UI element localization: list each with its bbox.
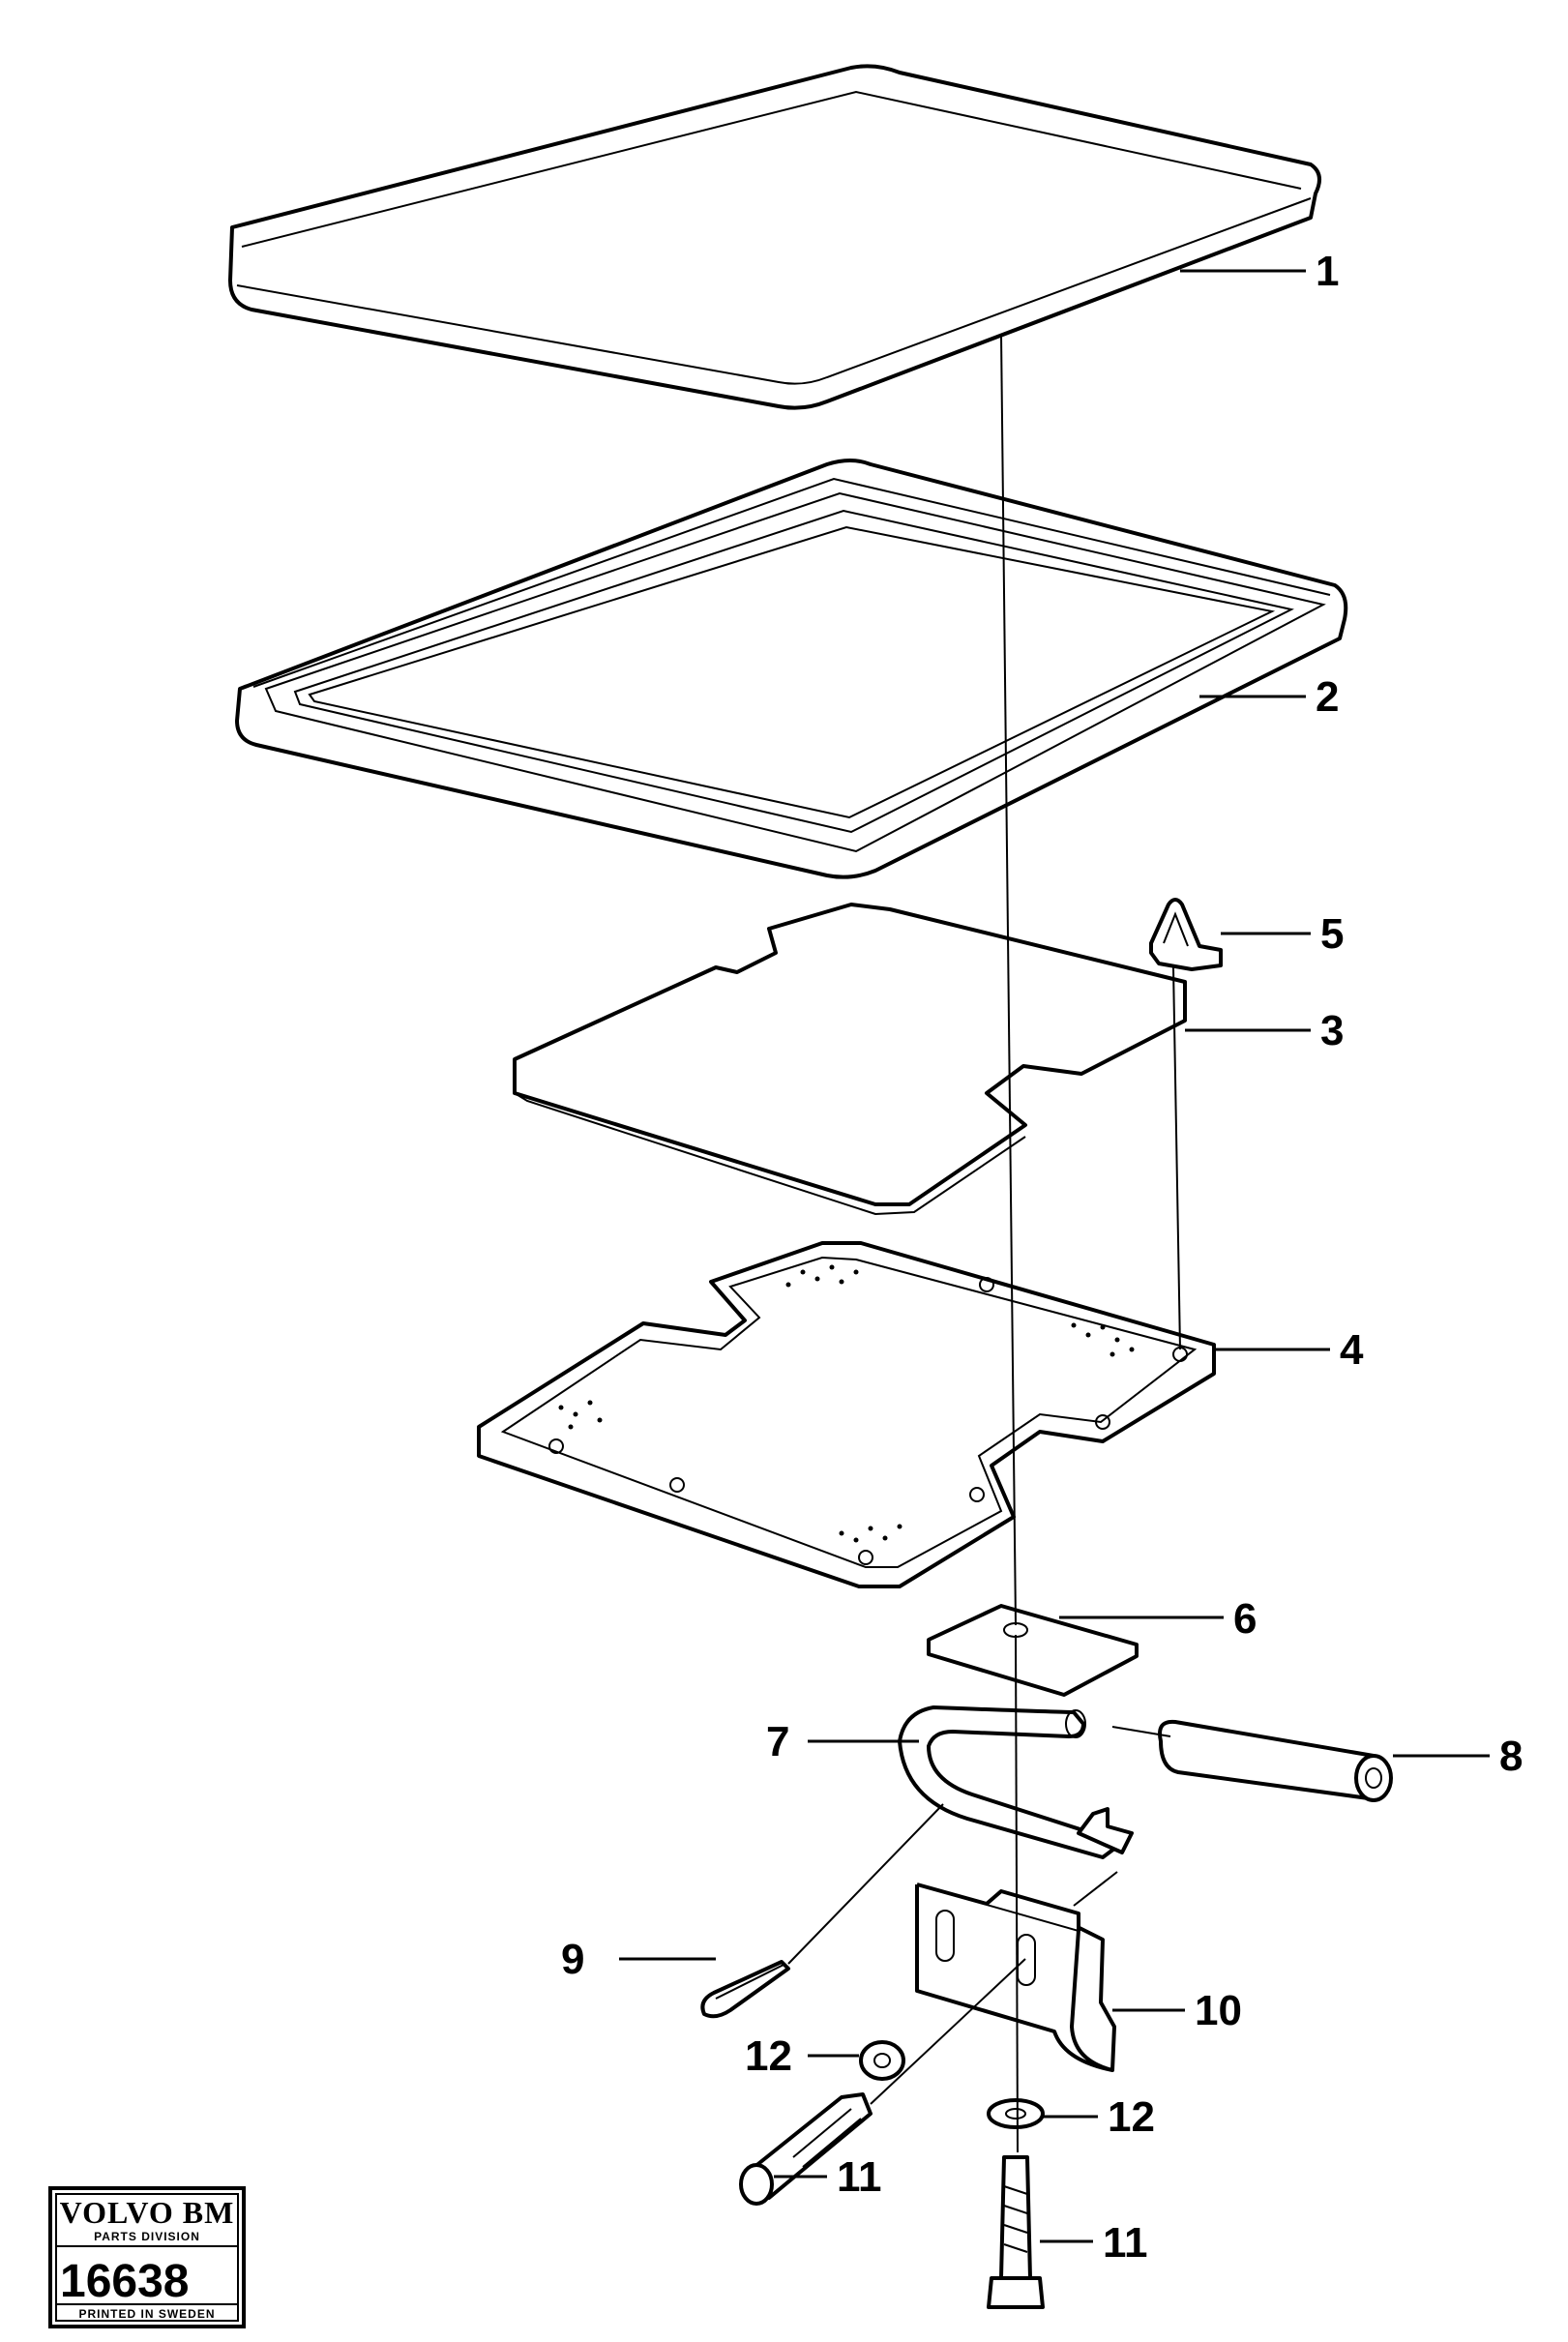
stamp-division: PARTS DIVISION [94, 2230, 200, 2243]
callout-1: 1 [1316, 248, 1339, 295]
part-10-bracket [915, 1882, 1116, 2072]
part-11-bolt-a [739, 2092, 873, 2206]
part-6-small-plate [927, 1604, 1139, 1697]
stamp-brand: VOLVO BM [60, 2195, 235, 2230]
callout-4: 4 [1340, 1326, 1364, 1374]
callout-labels: 1 2 3 4 5 6 7 8 9 10 11 11 12 12 [561, 248, 1523, 2267]
callout-2: 2 [1316, 673, 1339, 721]
callout-12-b: 12 [1108, 2093, 1155, 2141]
callout-10: 10 [1195, 1987, 1242, 2034]
part-3-gasket [513, 903, 1187, 1216]
part-7-handle [898, 1705, 1134, 1859]
part-12-washer-a [859, 2040, 905, 2081]
part-9-pin [700, 1960, 790, 2019]
callout-9: 9 [561, 1936, 584, 1983]
assembly-lines [787, 333, 1181, 2153]
part-12-washer-b [987, 2098, 1045, 2129]
volvo-bm-stamp: VOLVO BM PARTS DIVISION 16638 PRINTED IN… [48, 2186, 246, 2328]
part-11-bolt-b [987, 2155, 1045, 2309]
callout-11-a: 11 [837, 2153, 882, 2201]
callout-8: 8 [1499, 1733, 1523, 1780]
stamp-printed: PRINTED IN SWEDEN [78, 2307, 215, 2321]
part-4-plate [477, 1241, 1216, 1588]
part-2-frame [235, 459, 1348, 879]
part-1-lid [228, 64, 1321, 410]
stamp-number: 16638 [60, 2256, 189, 2307]
callout-5: 5 [1320, 910, 1344, 958]
callout-11-b: 11 [1103, 2219, 1148, 2267]
callout-7: 7 [766, 1718, 789, 1765]
leader-lines [619, 269, 1490, 2243]
part-8-grip [1158, 1719, 1393, 1802]
callout-6: 6 [1233, 1595, 1257, 1643]
callout-3: 3 [1320, 1007, 1344, 1054]
callout-12-a: 12 [745, 2032, 792, 2080]
part-5-clip [1149, 898, 1223, 971]
